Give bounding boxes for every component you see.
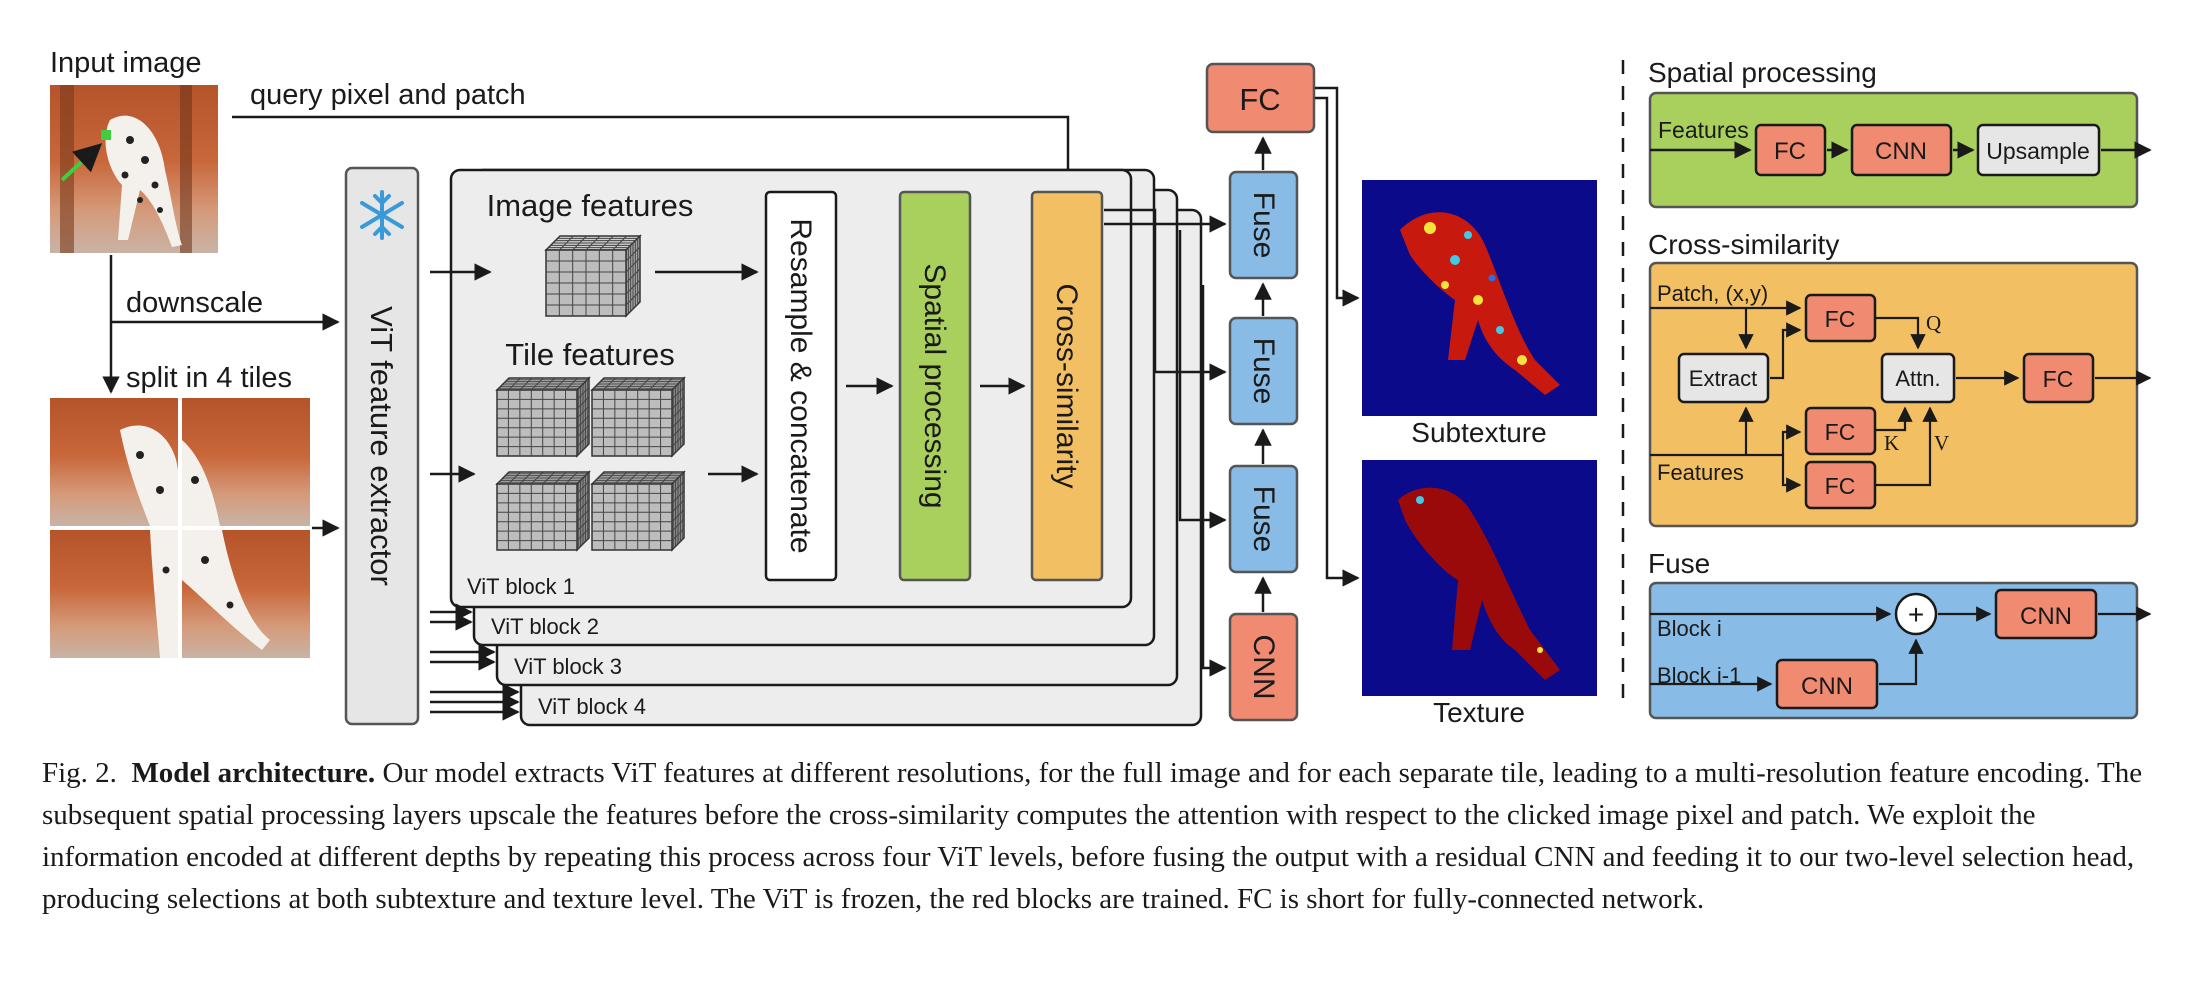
cross-panel-title: Cross-similarity — [1648, 229, 1839, 260]
fuse-box-3 — [1228, 464, 1299, 574]
tile-features-label: Tile features — [505, 337, 674, 372]
cross-fc-q-box — [1804, 293, 1877, 343]
fuse-out-cnn-label: CNN — [2020, 603, 2072, 630]
vit-block-3-label: ViT block 3 — [514, 654, 622, 679]
input-image-label: Input image — [50, 47, 202, 79]
resample-box — [764, 190, 838, 582]
resample-label: Resample & concatenate — [784, 218, 817, 553]
cross-fc-out-label: FC — [2043, 366, 2074, 392]
architecture-diagram: Input image query pixel and patch downsc… — [50, 47, 2152, 728]
cross-fc-v-box — [1804, 460, 1877, 510]
add-node — [1894, 592, 1938, 636]
snowflake-icon — [360, 190, 404, 240]
split-label: split in 4 tiles — [126, 362, 292, 394]
cross-fc-k-box — [1804, 406, 1877, 456]
attn-box — [1880, 352, 1956, 404]
upsample-label: Upsample — [1986, 138, 2090, 164]
cnn-label: CNN — [1247, 635, 1280, 700]
fuse-label-1: Fuse — [1247, 192, 1280, 259]
fc-head-box — [1205, 62, 1316, 134]
query-label: query pixel and patch — [250, 79, 526, 111]
spatial-cnn-label: CNN — [1875, 138, 1927, 165]
vit-block-4-label: ViT block 4 — [538, 694, 646, 719]
subtexture-map — [1362, 180, 1597, 416]
caption-text: Our model extracts ViT features at diffe… — [42, 757, 2143, 915]
cross-patch-label: Patch, (x,y) — [1657, 281, 1768, 306]
cross-features-label: Features — [1657, 460, 1744, 485]
caption-bold: Model architecture. — [131, 757, 376, 789]
input-image — [50, 85, 218, 253]
downscale-label: downscale — [126, 287, 263, 319]
fuse-label-2: Fuse — [1247, 338, 1280, 405]
cnn-box — [1228, 612, 1299, 722]
k-label: K — [1884, 431, 1899, 455]
tile-images — [50, 398, 310, 658]
query-marker — [101, 130, 111, 140]
image-features-label: Image features — [487, 188, 694, 223]
spatial-features-label: Features — [1658, 117, 1749, 143]
vit-extractor-box — [344, 166, 420, 726]
vit-block-2-label: ViT block 2 — [491, 614, 599, 639]
cross-similarity-label: Cross-similarity — [1050, 284, 1083, 489]
subtexture-label: Subtexture — [1411, 417, 1546, 448]
spatial-processing-box — [898, 190, 972, 582]
fuse-box-2 — [1228, 316, 1299, 426]
cross-fc-k-label: FC — [1825, 419, 1856, 445]
block-i-label: Block i — [1657, 616, 1722, 641]
vit-extractor-label: ViT feature extractor — [364, 306, 399, 586]
fuse-panel-title: Fuse — [1648, 548, 1710, 579]
fuse-inner-cnn-label: CNN — [1801, 673, 1853, 700]
cross-fc-v-label: FC — [1825, 473, 1856, 499]
spatial-fc-box — [1754, 123, 1827, 177]
v-label: V — [1934, 431, 1949, 455]
texture-label: Texture — [1433, 697, 1525, 728]
extract-label: Extract — [1689, 366, 1757, 391]
feature-cubes — [495, 234, 686, 552]
attn-label: Attn. — [1895, 366, 1940, 391]
cross-fc-out-box — [2022, 352, 2095, 404]
fuse-out-cnn-box — [1994, 588, 2098, 640]
fuse-box-1 — [1228, 170, 1299, 280]
spatial-cnn-box — [1850, 123, 1953, 177]
fc-head-label: FC — [1239, 82, 1280, 117]
figure-caption: Fig. 2. Model architecture. Our model ex… — [42, 752, 2167, 920]
add-symbol: + — [1908, 599, 1924, 630]
fuse-inner-cnn-box — [1775, 658, 1879, 710]
cross-similarity-box — [1030, 190, 1104, 582]
spatial-fc-label: FC — [1774, 138, 1806, 165]
spatial-panel-title: Spatial processing — [1648, 57, 1877, 88]
upsample-box — [1976, 123, 2101, 177]
texture-map — [1362, 460, 1597, 696]
cross-fc-q-label: FC — [1825, 306, 1856, 332]
fuse-label-3: Fuse — [1247, 486, 1280, 553]
spatial-processing-label: Spatial processing — [918, 263, 951, 508]
q-label: Q — [1926, 311, 1941, 335]
caption-fig-number: Fig. 2. — [42, 757, 117, 789]
vit-block-1-label: ViT block 1 — [467, 574, 575, 599]
extract-box — [1677, 352, 1770, 404]
